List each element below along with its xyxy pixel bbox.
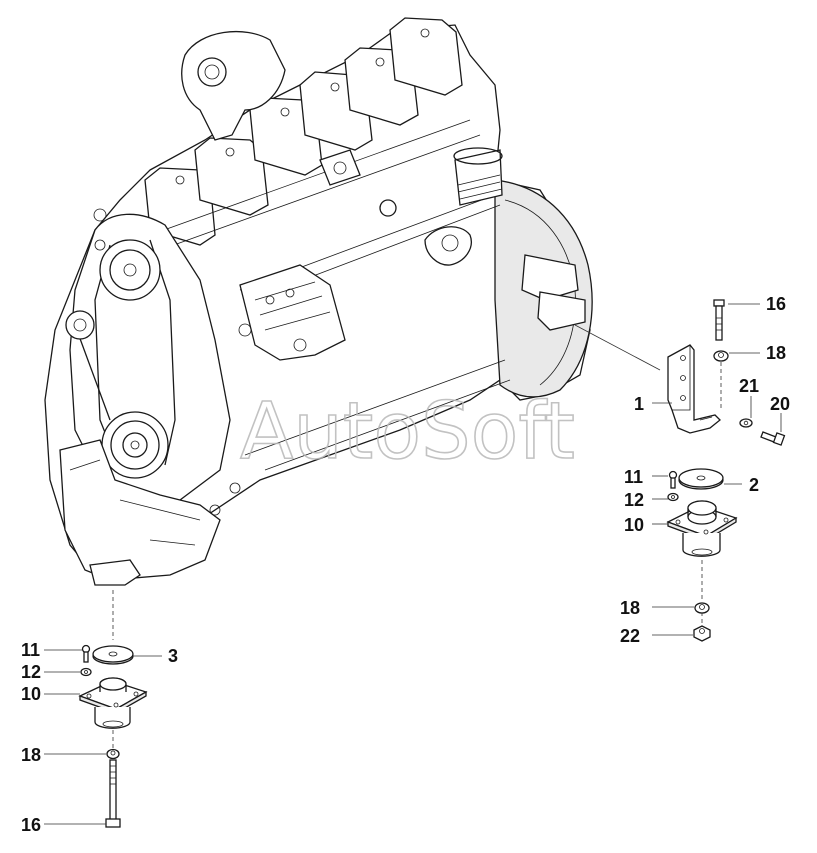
watermark: AutoSoft [240,387,575,477]
engine-block [44,17,593,586]
callout-22: 22 [620,626,640,646]
rubber-mount-10-left [78,677,148,729]
nut-18-top [713,350,729,362]
bolt-11-left [81,644,91,663]
callout-16-bottom: 16 [21,815,41,835]
callout-12-left: 12 [21,662,41,682]
callout-2: 2 [749,475,759,495]
callout-12-right: 12 [624,490,644,510]
washer-12-right [667,492,679,502]
washer-21 [739,418,753,428]
washer-2 [678,468,724,490]
callout-10-left: 10 [21,684,41,704]
bolt-16-bottom [105,759,121,828]
bolt-11-right [668,470,678,489]
callout-18-left: 18 [21,745,41,765]
bracket-1 [667,344,721,434]
leader-lines [44,303,782,825]
callout-21: 21 [739,376,759,396]
nut-22 [693,625,711,642]
rubber-mount-10-right [666,500,738,557]
bolt-16-top [713,299,725,341]
left-mount-assembly [78,590,148,828]
callout-11-right: 11 [624,467,643,487]
callout-11-left: 11 [21,640,40,660]
callout-numbers: 16 18 21 20 1 11 2 12 10 18 22 11 3 12 1… [21,294,790,835]
callout-16-top: 16 [766,294,786,314]
nut-18-right [694,602,710,614]
bolt-20 [760,431,786,446]
callout-3: 3 [168,646,178,666]
washer-3 [92,645,134,665]
right-mount-assembly [574,299,786,642]
washer-12-left [80,667,92,677]
callout-18-right: 18 [620,598,640,618]
nut-18-left [106,748,120,760]
callout-1: 1 [634,394,644,414]
callout-18-top: 18 [766,343,786,363]
callout-20: 20 [770,394,790,414]
callout-10-right: 10 [624,515,644,535]
